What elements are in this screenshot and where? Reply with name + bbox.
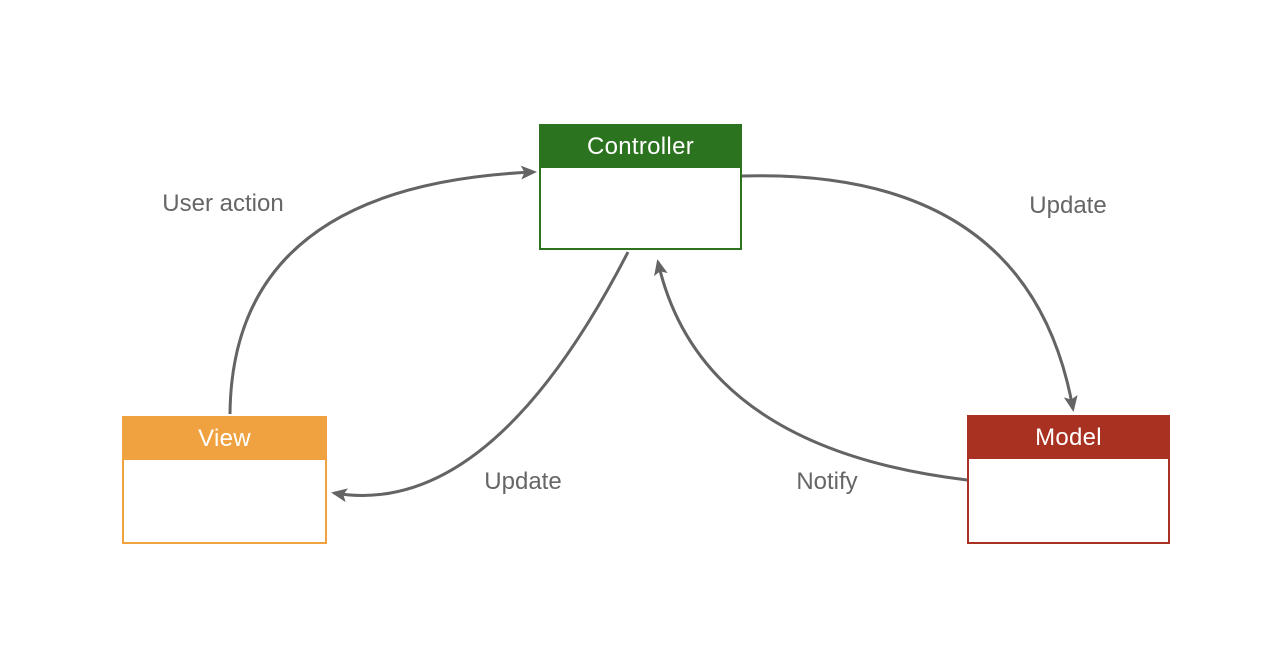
node-model-body — [969, 459, 1168, 542]
edge-label-update-model: Update — [1029, 192, 1107, 219]
node-model-header: Model — [969, 417, 1168, 459]
node-view: View — [122, 416, 327, 544]
node-view-header: View — [124, 418, 325, 460]
edge-notify-arrow — [654, 259, 968, 482]
node-controller: Controller — [539, 124, 742, 250]
node-controller-body — [541, 168, 740, 248]
node-model: Model — [967, 415, 1170, 544]
node-view-body — [124, 460, 325, 542]
node-controller-header: Controller — [541, 126, 740, 168]
edge-label-notify: Notify — [796, 468, 858, 495]
edge-label-update-view: Update — [484, 468, 562, 495]
edge-update-view-arrow — [331, 251, 630, 503]
node-model-label: Model — [1035, 424, 1102, 451]
edge-update-model-arrow — [741, 174, 1078, 412]
edge-label-user-action: User action — [162, 190, 284, 217]
node-controller-label: Controller — [586, 133, 695, 160]
node-view-label: View — [198, 425, 251, 452]
